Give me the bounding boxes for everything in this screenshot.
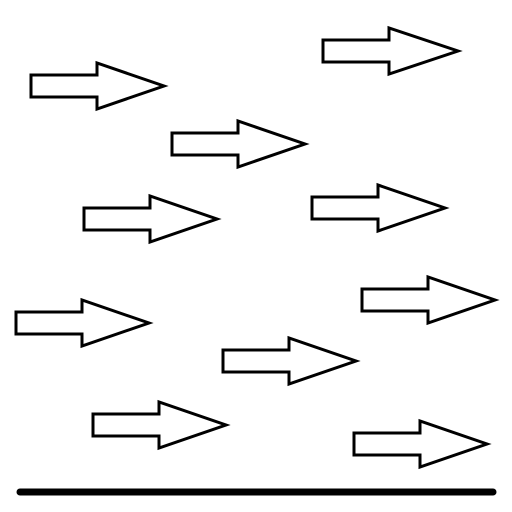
right-arrow-6 — [14, 297, 154, 349]
right-arrow-5 — [310, 182, 450, 234]
right-arrow-1 — [321, 25, 463, 77]
right-arrow-8 — [221, 335, 361, 387]
right-arrow-9 — [91, 399, 231, 451]
right-arrow-3 — [170, 118, 310, 170]
right-arrow-7 — [360, 274, 500, 326]
right-arrow-10 — [352, 418, 492, 470]
arrows-layer — [14, 25, 500, 470]
right-arrow-2 — [29, 60, 169, 112]
right-arrow-4 — [82, 193, 222, 245]
